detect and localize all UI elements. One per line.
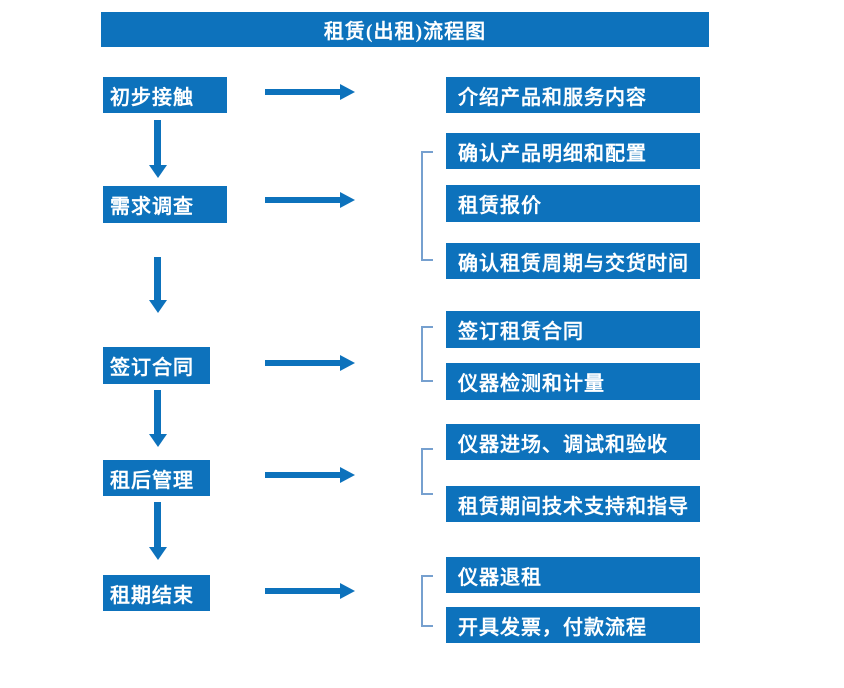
output-confirm-product-details: 确认产品明细和配置 — [446, 133, 700, 169]
arrow-head — [149, 300, 167, 313]
arrow-head — [340, 583, 355, 599]
arrow-head — [149, 547, 167, 560]
right-arrow-5 — [265, 583, 355, 599]
output-instrument-testing: 仪器检测和计量 — [446, 363, 700, 400]
arrow-shaft — [154, 502, 161, 547]
arrow-shaft — [265, 360, 341, 366]
group-bracket-rental-end — [421, 575, 433, 627]
step-rental-end: 租期结束 — [103, 575, 210, 611]
arrow-head — [149, 165, 167, 178]
output-rental-quote: 租赁报价 — [446, 185, 700, 222]
output-introduce-products: 介绍产品和服务内容 — [446, 77, 700, 113]
arrow-head — [340, 467, 355, 483]
step-demand-survey: 需求调查 — [103, 186, 227, 223]
arrow-head — [340, 84, 355, 100]
step-initial-contact: 初步接触 — [103, 77, 227, 113]
arrow-shaft — [265, 472, 341, 478]
group-bracket-post-rental — [421, 448, 433, 495]
group-bracket-sign-contract — [421, 326, 433, 382]
output-confirm-rental-period: 确认租赁周期与交货时间 — [446, 243, 700, 279]
arrow-head — [149, 434, 167, 447]
down-arrow-3 — [149, 390, 167, 447]
output-instrument-setup: 仪器进场、调试和验收 — [446, 424, 700, 460]
right-arrow-4 — [265, 467, 355, 483]
arrow-head — [340, 355, 355, 371]
down-arrow-4 — [149, 502, 167, 560]
step-sign-contract: 签订合同 — [103, 347, 210, 384]
step-post-rental-management: 租后管理 — [103, 460, 210, 496]
arrow-shaft — [265, 588, 341, 594]
arrow-shaft — [154, 120, 161, 165]
arrow-shaft — [265, 89, 341, 95]
down-arrow-1 — [149, 120, 167, 178]
arrow-head — [340, 192, 355, 208]
output-technical-support: 租赁期间技术支持和指导 — [446, 486, 700, 522]
right-arrow-2 — [265, 192, 355, 208]
output-invoice-payment: 开具发票，付款流程 — [446, 607, 700, 643]
arrow-shaft — [154, 390, 161, 434]
right-arrow-3 — [265, 355, 355, 371]
output-sign-rental-contract: 签订租赁合同 — [446, 311, 700, 348]
arrow-shaft — [154, 257, 161, 300]
arrow-shaft — [265, 197, 341, 203]
flowchart-title: 租赁(出租)流程图 — [101, 12, 709, 47]
right-arrow-1 — [265, 84, 355, 100]
down-arrow-2 — [149, 257, 167, 313]
group-bracket-demand-survey — [421, 151, 433, 261]
output-instrument-return: 仪器退租 — [446, 557, 700, 593]
